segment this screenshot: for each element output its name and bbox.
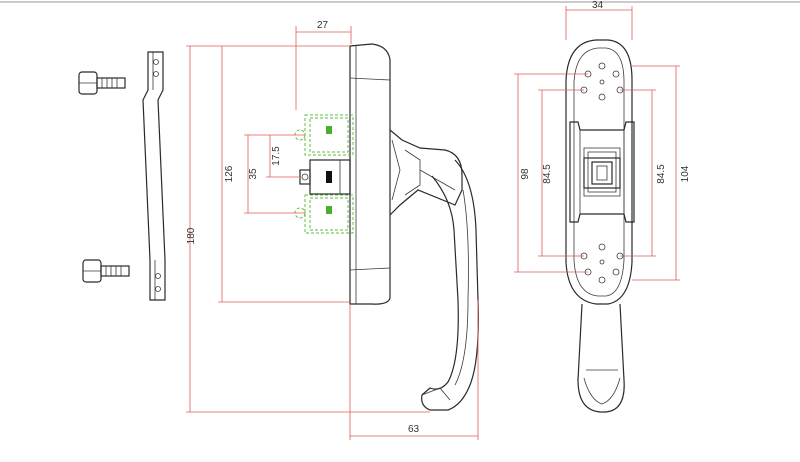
dim-17-5: 17.5 — [266, 135, 300, 178]
spindle-block — [299, 159, 351, 195]
handle-front-view — [565, 39, 635, 413]
back-plate-side — [142, 51, 166, 301]
dim-17-5-label: 17.5 — [271, 146, 282, 166]
screw-bottom — [82, 259, 130, 283]
dim-104-label: 104 — [680, 165, 691, 182]
dim-180: 180 — [186, 45, 430, 413]
dim-126: 126 — [218, 46, 350, 303]
dim-34: 34 — [565, 0, 633, 40]
dim-126-label: 126 — [224, 165, 235, 182]
dim-63: 63 — [349, 300, 479, 440]
dim-84-5-right-label: 84.5 — [656, 164, 667, 184]
dim-34-label: 34 — [592, 0, 604, 11]
dim-98: 98 — [514, 73, 588, 273]
dim-180-label: 180 — [186, 227, 197, 244]
gear-marker-top — [326, 126, 332, 134]
dim-27: 27 — [295, 20, 352, 110]
dim-84-5-left: 84.5 — [538, 89, 584, 257]
screw-top — [78, 71, 126, 95]
dim-63-label: 63 — [408, 424, 420, 435]
dim-84-5-left-label: 84.5 — [542, 164, 553, 184]
dim-84-5-right: 84.5 — [620, 89, 667, 257]
dim-27-label: 27 — [317, 20, 329, 31]
gear-marker-bottom — [326, 206, 332, 214]
dim-104: 104 — [632, 65, 691, 281]
dim-98-label: 98 — [520, 168, 531, 180]
handle-side-view — [349, 43, 479, 411]
dim-35: 35 — [244, 134, 305, 214]
dim-35-label: 35 — [248, 168, 259, 180]
